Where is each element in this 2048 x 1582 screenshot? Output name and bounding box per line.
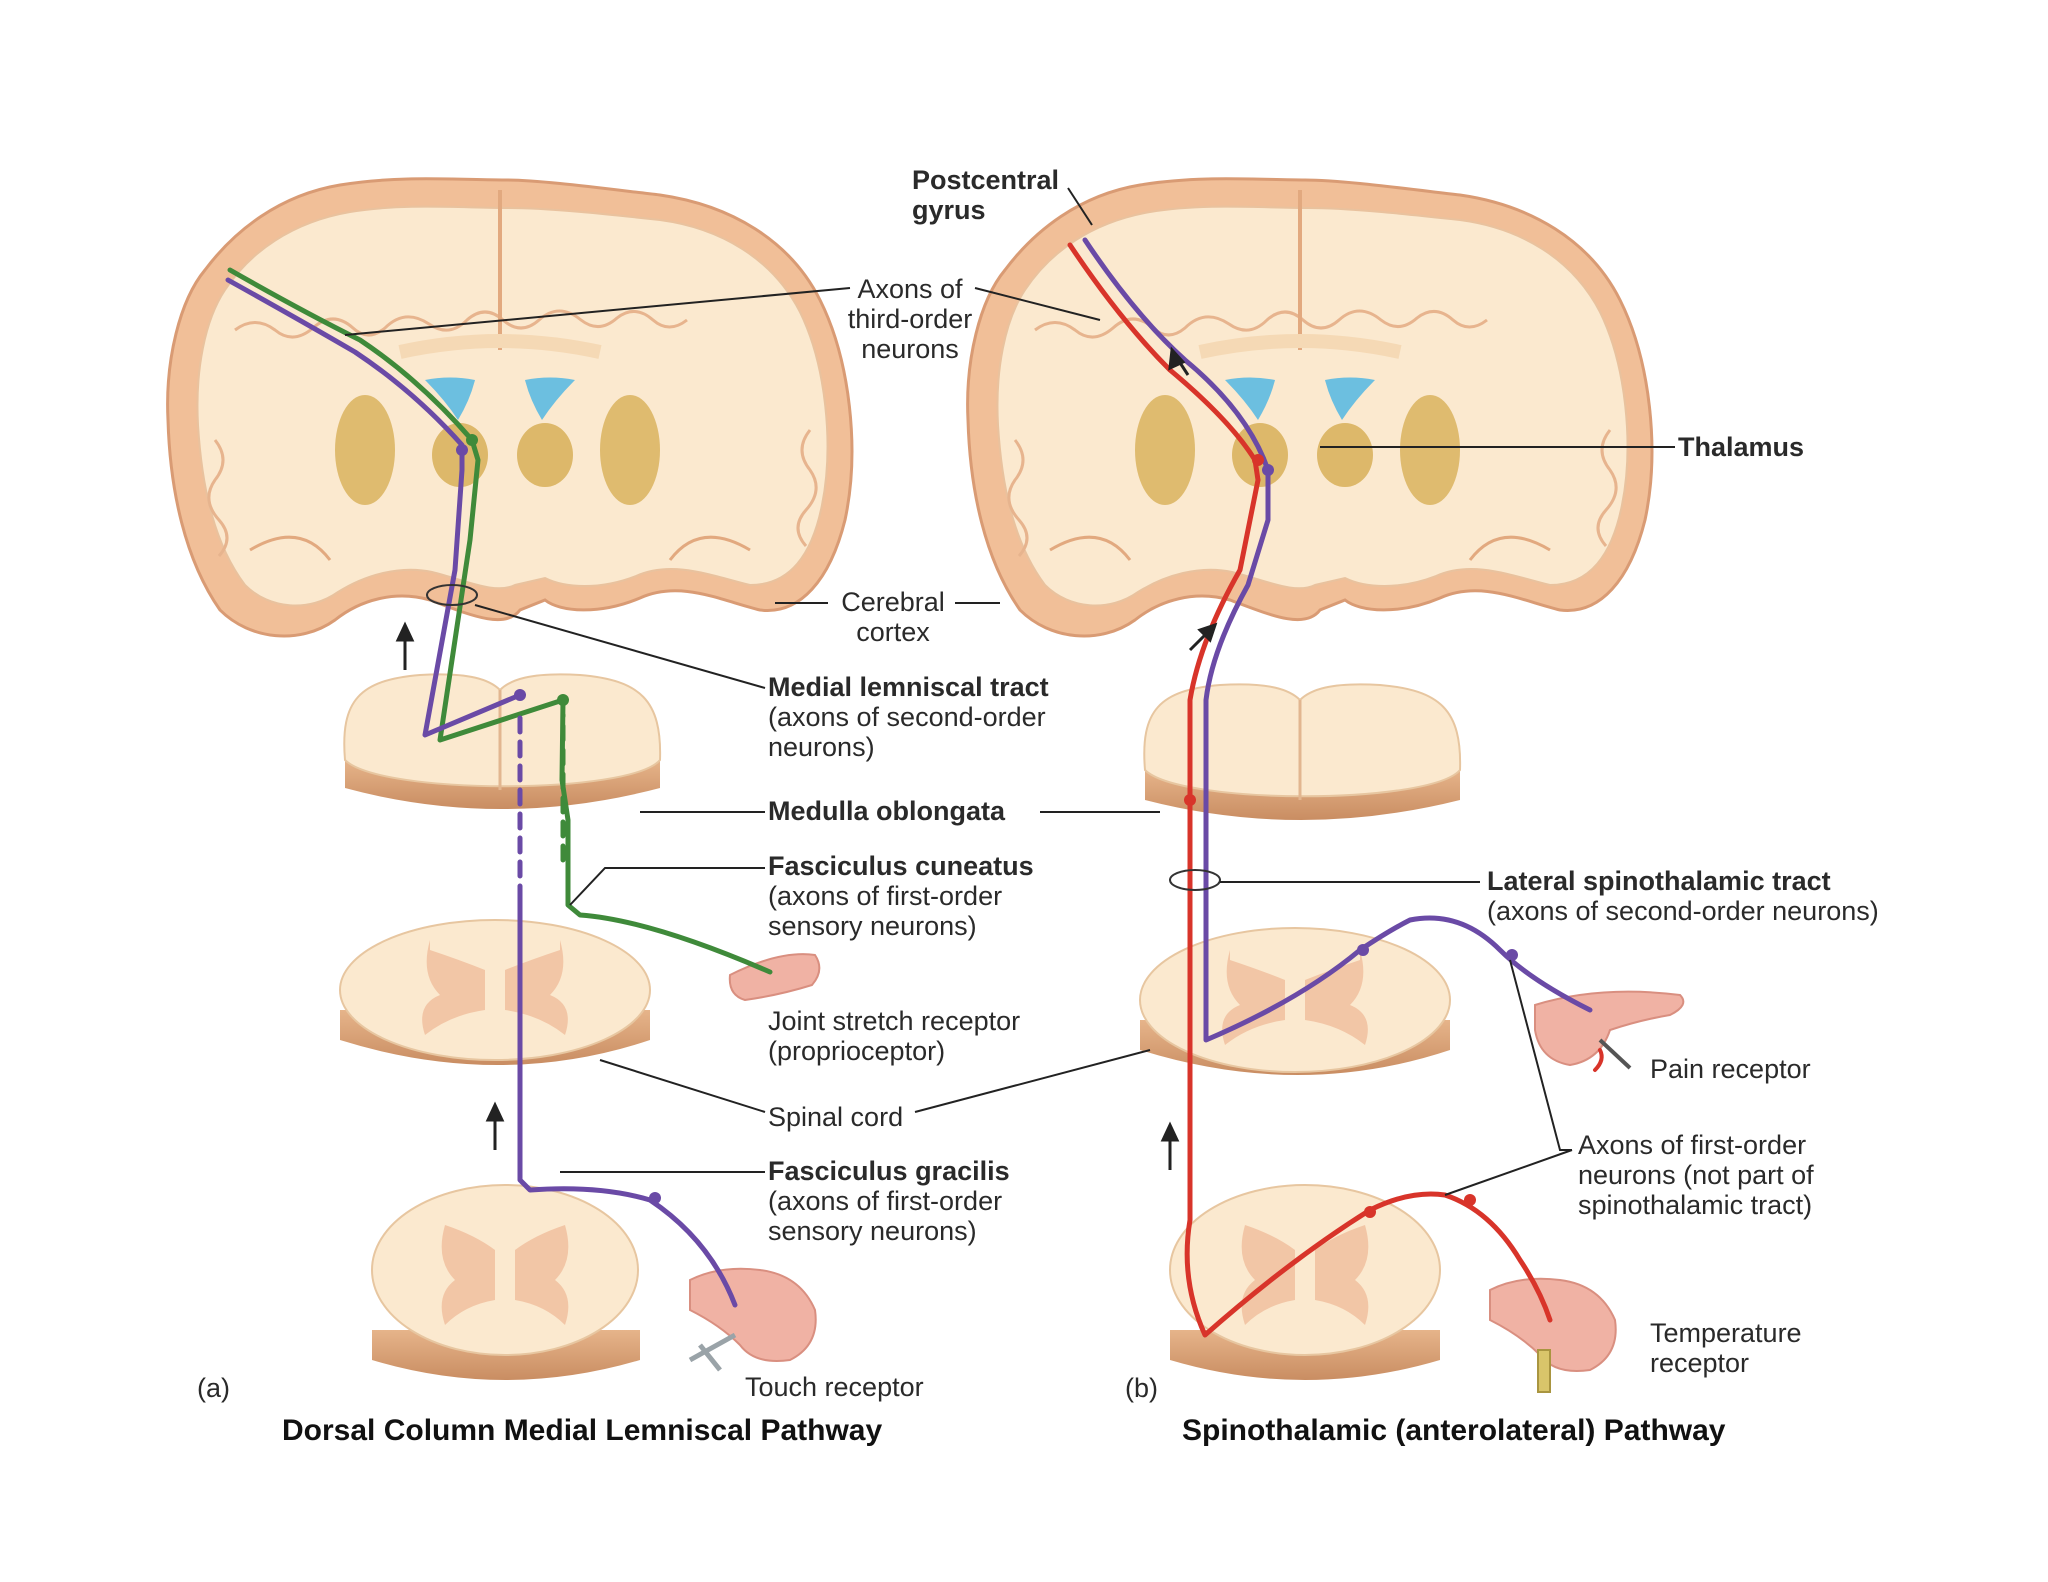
label-cerebral-cortex: Cerebral cortex: [828, 587, 958, 647]
label-joint-stretch-receptor: Joint stretch receptor (proprioceptor): [768, 1006, 1020, 1066]
label-fasciculus-cuneatus: Fasciculus cuneatus (axons of first-orde…: [768, 851, 1034, 941]
label-line: Cerebral: [841, 587, 945, 617]
dcml-first-order-gracilis: [517, 897, 738, 1308]
dcml-first-order-cuneatus: [559, 697, 773, 975]
label-line: (axons of first-order: [768, 881, 1003, 911]
label-line: Temperature: [1650, 1318, 1802, 1348]
label-medulla-oblongata: Medulla oblongata: [768, 796, 1005, 826]
label-spinal-cord: Spinal cord: [768, 1102, 903, 1132]
panel-a-letter: (a): [197, 1373, 230, 1403]
ascending-arrows: [395, 346, 1218, 1170]
label-touch-receptor: Touch receptor: [745, 1372, 924, 1402]
label-line: third-order: [847, 304, 973, 334]
panel-a-title: Dorsal Column Medial Lemniscal Pathway: [282, 1414, 883, 1447]
label-fasciculus-gracilis: Fasciculus gracilis (axons of first-orde…: [768, 1156, 1010, 1246]
label-medial-lemniscal-tract: Medial lemniscal tract (axons of second-…: [768, 672, 1049, 762]
dcml-pathway: [225, 267, 773, 1308]
label-line: (axons of second-order neurons): [1487, 896, 1879, 926]
medulla-slice-a: [343, 673, 662, 809]
label-line: Medial lemniscal tract: [768, 672, 1049, 702]
label-line: cortex: [856, 617, 930, 647]
spinothalamic-lower-red: [1184, 1117, 1553, 1338]
label-line: sensory neurons): [768, 911, 977, 941]
label-temperature-receptor: Temperature receptor: [1650, 1318, 1802, 1378]
spinal-cord-slice-a-lower: [371, 1184, 640, 1380]
label-line: Fasciculus gracilis: [768, 1156, 1010, 1186]
label-line: sensory neurons): [768, 1216, 977, 1246]
label-line: Thalamus: [1678, 432, 1805, 462]
dcml-third-order-green: [227, 267, 566, 743]
label-line: Axons of first-order: [1578, 1130, 1807, 1160]
label-axons-first-order-not-part: Axons of first-order neurons (not part o…: [1578, 1130, 1814, 1220]
pain-receptor-red: [1593, 1048, 1604, 1072]
label-line: Joint stretch receptor: [768, 1006, 1021, 1036]
label-line: Pain receptor: [1650, 1054, 1811, 1084]
label-thalamus: Thalamus: [1678, 432, 1804, 462]
label-lateral-spinothalamic-tract: Lateral spinothalamic tract (axons of se…: [1487, 866, 1879, 926]
lateral-spinothalamic-marker: [1169, 869, 1221, 891]
label-postcentral-gyrus: Postcentral gyrus: [912, 165, 1059, 225]
label-line: Axons of: [857, 274, 963, 304]
temperature-probe-icon: [1537, 1349, 1551, 1393]
label-line: Touch receptor: [745, 1372, 924, 1402]
label-line: (proprioceptor): [768, 1036, 946, 1066]
foot-touch-receptor-a: [689, 1267, 817, 1362]
brain-section-b: [966, 177, 1654, 638]
label-line: Fasciculus cuneatus: [768, 851, 1034, 881]
spinothalamic-pathway: [1067, 237, 1604, 1338]
hand-pain-receptor-b: [1534, 990, 1685, 1067]
label-line: neurons: [861, 334, 959, 364]
dcml-second-order-purple: [225, 277, 523, 738]
spinal-cord-slice-b-upper: [1139, 927, 1451, 1075]
label-line: Lateral spinothalamic tract: [1487, 866, 1831, 896]
label-line: receptor: [1650, 1348, 1750, 1378]
leader-lines: [344, 187, 1675, 1196]
label-line: (axons of first-order: [768, 1186, 1003, 1216]
pain-probe-icon: [1598, 1038, 1632, 1070]
label-line: spinothalamic tract): [1578, 1190, 1813, 1220]
label-line: Postcentral: [912, 165, 1060, 195]
brain-section-a: [166, 177, 854, 638]
label-line: Spinal cord: [768, 1102, 904, 1132]
label-line: neurons): [768, 732, 875, 762]
spinal-cord-slice-b-lower: [1169, 1184, 1441, 1380]
spinothalamic-third-order-purple: [1082, 237, 1593, 1043]
label-line: gyrus: [912, 195, 986, 225]
panel-b-title: Spinothalamic (anterolateral) Pathway: [1182, 1414, 1726, 1447]
medial-lemniscal-marker: [426, 584, 478, 606]
label-line: (axons of second-order: [768, 702, 1046, 732]
spinal-cord-slice-a-upper: [339, 919, 651, 1065]
touch-probe-icon: [688, 1332, 737, 1372]
medulla-slice-b: [1143, 683, 1462, 820]
label-line: Medulla oblongata: [768, 796, 1006, 826]
label-pain-receptor: Pain receptor: [1650, 1054, 1811, 1084]
label-axons-third-order: Axons of third-order neurons: [845, 274, 975, 364]
spinothalamic-third-order-red: [1067, 242, 1261, 1123]
foot-temperature-receptor-b: [1489, 1277, 1617, 1372]
panel-b-letter: (b): [1125, 1373, 1158, 1403]
label-line: neurons (not part of: [1578, 1160, 1814, 1190]
